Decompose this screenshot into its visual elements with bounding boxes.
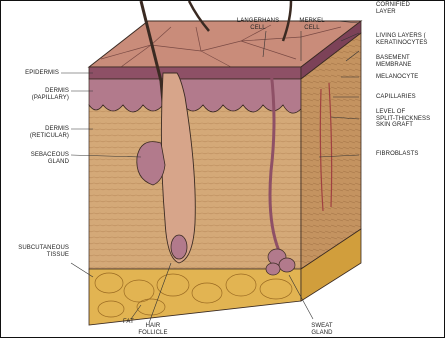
label-fibroblasts: FIBROBLASTS [376,151,418,158]
label-capillaries: CAPILLARIES [376,94,416,101]
label-epidermis: EPIDERMIS [5,70,59,77]
label-split-thickness: LEVEL OF SPLIT-THICKNESS SKIN GRAFT [376,109,430,129]
label-basement-membrane: BASEMENT MEMBRANE [376,55,411,68]
label-melanocyte: MELANOCYTE [376,74,418,81]
label-dermis-papillary: DERMIS (PAPILLARY) [5,88,69,101]
label-hair-follicle: HAIR FOLLICLE [133,323,173,336]
label-living-layers: LIVING LAYERS ( KERATINOCYTES [376,33,428,46]
label-sebaceous-gland: SEBACEOUS GLAND [5,152,69,165]
label-merkel-cell: MERKEL CELL [295,18,329,31]
hair-bulb [171,235,187,259]
epidermis-layer [89,67,301,79]
label-langerhans-cell: LANGERHANS CELL [230,18,286,31]
label-sweat-gland: SWEAT GLAND [303,323,341,336]
label-dermis-reticular: DERMIS (RETICULAR) [3,126,69,139]
label-subcutaneous-tissue: SUBCUTANEOUS TISSUE [3,245,69,258]
label-cornified-layer: CORNIFIED LAYER [376,2,410,15]
